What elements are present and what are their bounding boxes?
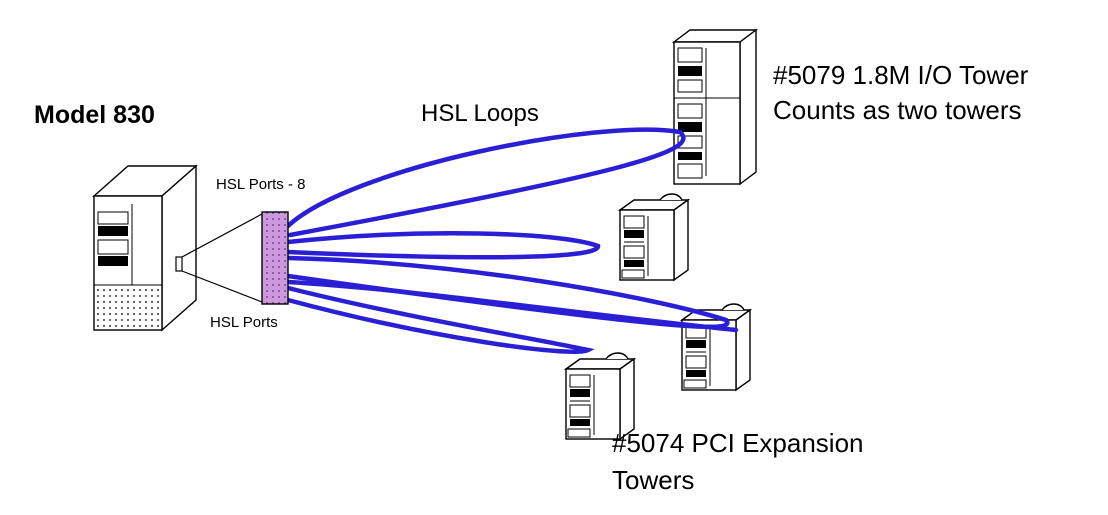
- io-tower-label-line1: #5079 1.8M I/O Tower: [773, 60, 1029, 90]
- expansion-towers-label-line1: #5074 PCI Expansion: [612, 428, 864, 458]
- expansion-towers-label-line2: Towers: [612, 465, 695, 495]
- expansion-tower-icon: [619, 193, 689, 281]
- zoom-line-top: [181, 213, 263, 258]
- hsl-loops-label: HSL Loops: [421, 100, 539, 127]
- hsl-ports-8-label: HSL Ports - 8: [216, 176, 306, 193]
- io-tower-label: #5079 1.8M I/O Tower Counts as two tower…: [773, 58, 1028, 128]
- zoom-line-bottom: [181, 270, 263, 303]
- hsl-port-block: [261, 211, 289, 305]
- hsl-loops: [285, 127, 739, 354]
- server-icon: [92, 164, 198, 332]
- io-tower-icon: [671, 28, 759, 186]
- expansion-towers-label: #5074 PCI Expansion Towers: [612, 425, 864, 499]
- io-tower-label-line2: Counts as two towers: [773, 95, 1022, 125]
- hsl-loop-io-tower: [285, 127, 686, 238]
- hsl-loop-tower-a: [285, 231, 601, 260]
- hsl-loop-tower-c: [285, 285, 595, 354]
- hsl-loop-tower-b-return: [285, 279, 739, 333]
- model-label: Model 830: [34, 101, 155, 129]
- hsl-loop-tower-b: [285, 255, 730, 330]
- hsl-ports-label: HSL Ports: [210, 314, 278, 331]
